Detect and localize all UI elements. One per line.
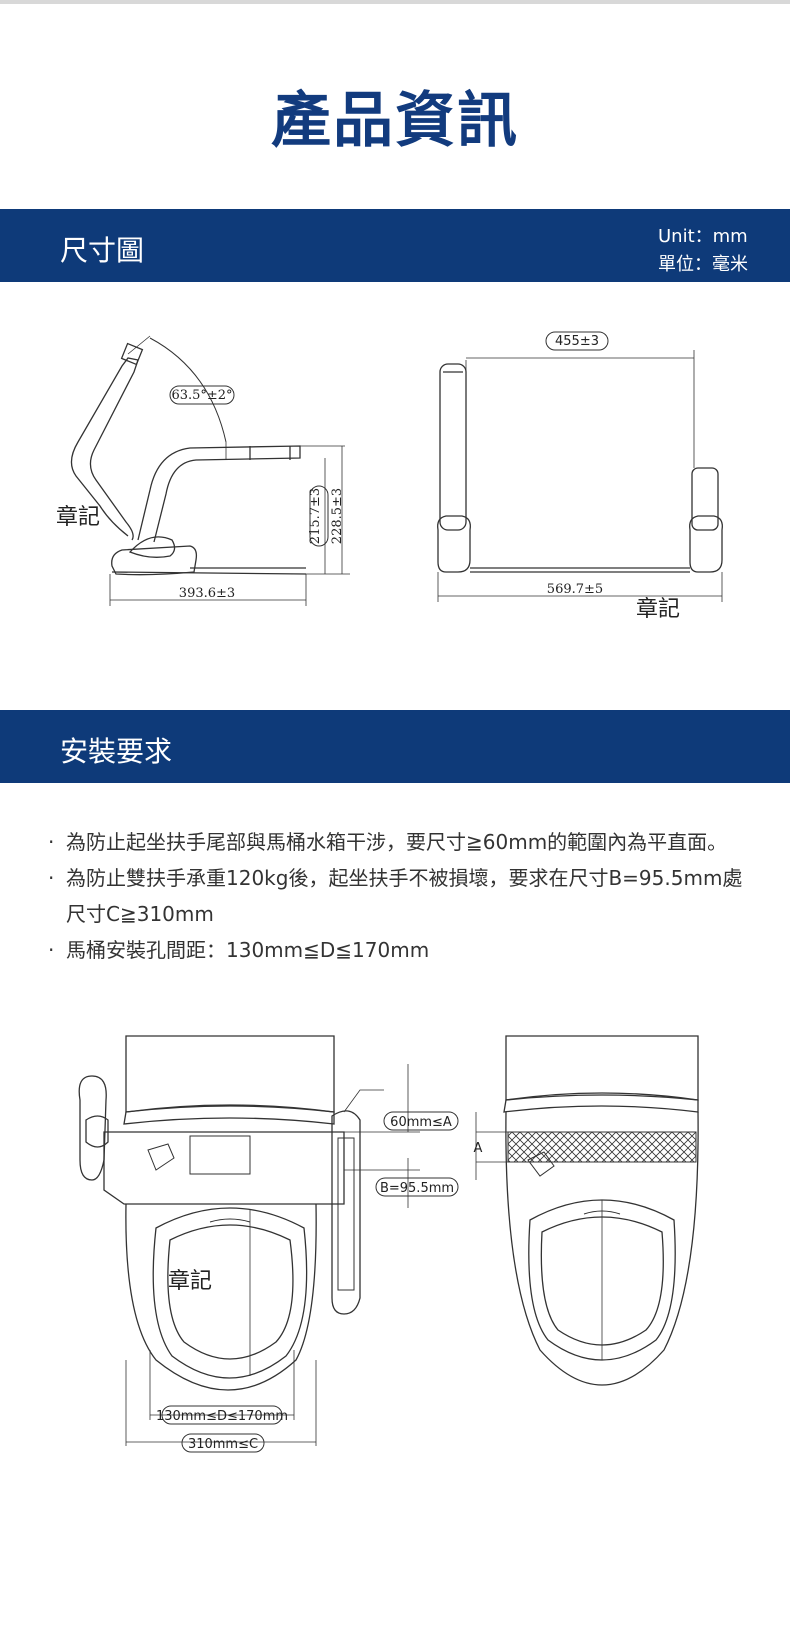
side-view-drawing bbox=[70, 335, 350, 606]
unit-label: Unit：mm 單位：毫米 bbox=[658, 223, 748, 279]
requirement-item: 為防止雙扶手承重120kg後，起坐扶手不被損壞，要求在尺寸B=95.5mm處尺寸… bbox=[48, 860, 760, 932]
front-view-drawing bbox=[437, 331, 723, 602]
install-title: 安裝要求 bbox=[60, 735, 173, 768]
install-drawings: 60mm≤A B=95.5mm 130mm≤D≤170mm 310mm≤C 章記… bbox=[78, 1035, 699, 1453]
right-toilet-drawing bbox=[475, 1035, 699, 1386]
angle-label: 63.5°±2° bbox=[171, 388, 232, 403]
page-title: 產品資訊 bbox=[271, 86, 519, 156]
dimensions-title: 尺寸圖 bbox=[60, 234, 145, 267]
dimension-drawings: 63.5°±2° 215.7±3 228.5±3 393.6±3 章記 455±… bbox=[56, 331, 723, 622]
dimensions-header: 尺寸圖 Unit：mm 單位：毫米 bbox=[0, 209, 790, 282]
label-a: A bbox=[474, 1141, 483, 1156]
label-d: 130mm≤D≤170mm bbox=[156, 1409, 288, 1424]
left-toilet-drawing bbox=[78, 1035, 459, 1453]
requirements-list: 為防止起坐扶手尾部與馬桶水箱干涉，要尺寸≧60mm的範圍內為平直面。 為防止雙扶… bbox=[48, 824, 760, 968]
depth-label: 393.6±3 bbox=[179, 586, 235, 601]
label-a-range: 60mm≤A bbox=[390, 1115, 452, 1130]
height-1-label: 215.7±3 bbox=[308, 488, 323, 544]
label-c: 310mm≤C bbox=[188, 1437, 258, 1452]
label-b: B=95.5mm bbox=[380, 1181, 454, 1196]
outer-width-label: 569.7±5 bbox=[547, 582, 603, 597]
unit-zh: 單位：毫米 bbox=[658, 254, 748, 275]
top-divider bbox=[0, 0, 790, 4]
inner-width-label: 455±3 bbox=[555, 334, 599, 349]
requirement-item: 馬桶安裝孔間距：130mm≦D≦170mm bbox=[48, 932, 760, 968]
height-2-label: 228.5±3 bbox=[330, 488, 345, 544]
requirement-item: 為防止起坐扶手尾部與馬桶水箱干涉，要尺寸≧60mm的範圍內為平直面。 bbox=[48, 824, 760, 860]
unit-en: Unit：mm bbox=[658, 226, 748, 247]
side-stamp: 章記 bbox=[56, 505, 100, 530]
install-header: 安裝要求 bbox=[0, 710, 790, 783]
install-stamp: 章記 bbox=[168, 1269, 212, 1294]
front-stamp: 章記 bbox=[636, 597, 680, 622]
